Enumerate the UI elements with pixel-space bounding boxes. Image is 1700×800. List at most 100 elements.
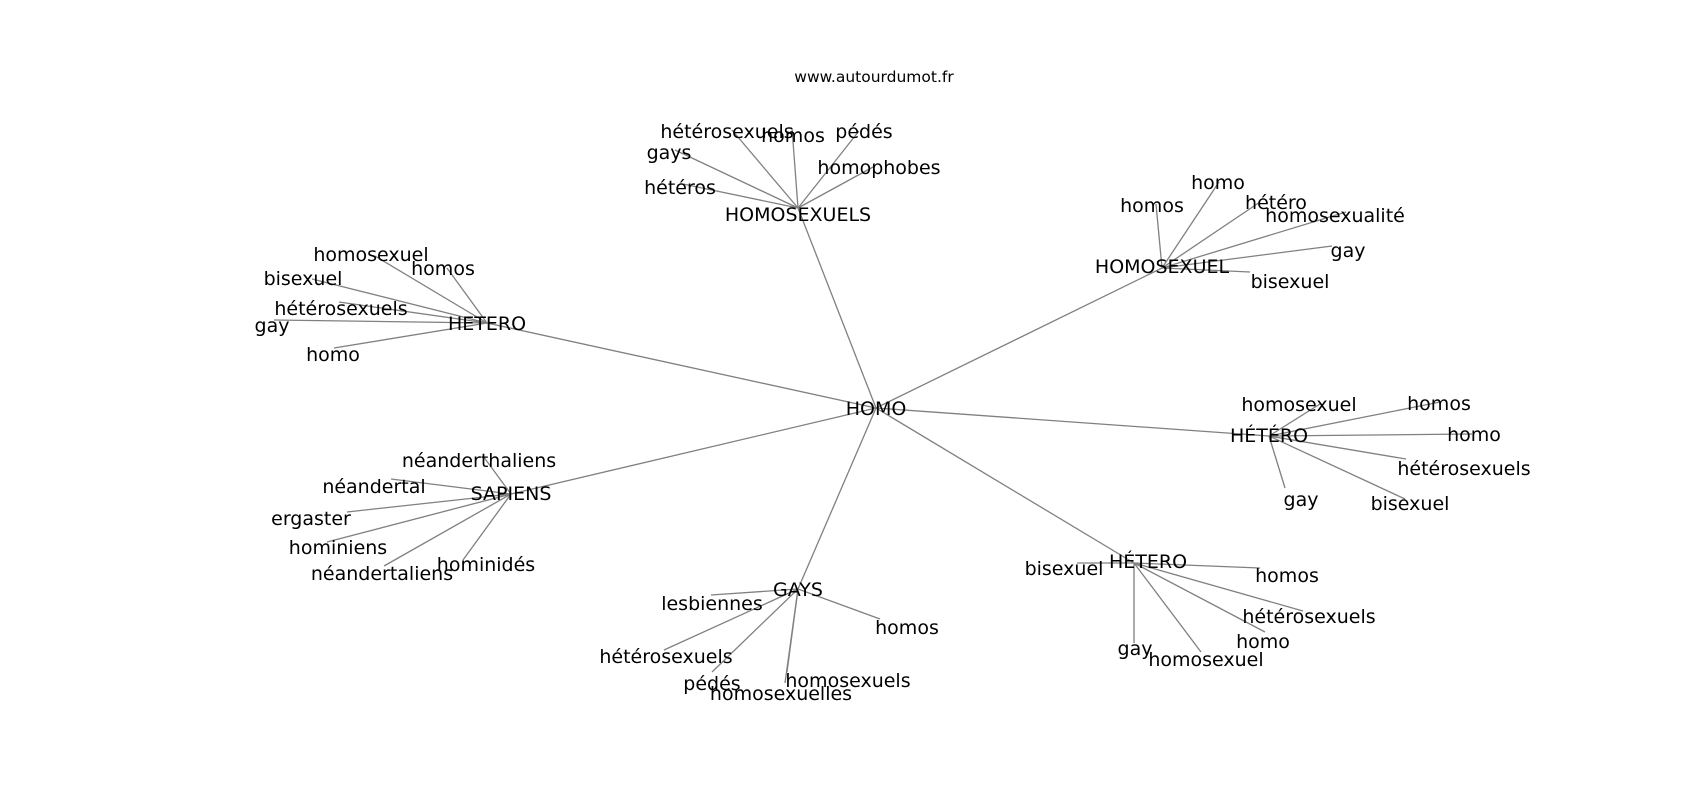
leaf-node-label-gays-hub-pedes: pédés <box>683 673 740 695</box>
leaf-node-label-homosexuel-hub-gay: gay <box>1331 240 1366 262</box>
graph-edges <box>273 127 1473 684</box>
leaf-node-label-hetero-upper-hub-homo: homo <box>306 344 360 366</box>
edge-gays-hub-to-lesbiennes <box>710 588 799 596</box>
edge-hetero-upper-hub-to-homos <box>446 267 488 324</box>
edge-gays-hub-to-homos <box>797 588 881 620</box>
leaf-node-label-homosexuels-hub-heterosexuels: hétérosexuels <box>660 121 793 143</box>
edge-homosexuels-hub-to-pedes <box>797 130 860 209</box>
source-watermark: www.autourdumot.fr <box>794 68 954 86</box>
leaf-node-label-sapiens-hub-ergaster: ergaster <box>271 508 351 530</box>
graph-labels: www.autourdumot.fr HOMOhétérosexuelshomo… <box>255 68 1531 705</box>
edge-hetero-upper-hub-to-gay <box>273 319 488 324</box>
edge-homosexuel-hub-to-hetero <box>1161 201 1261 269</box>
edge-hetero-accent-hub-to-homos <box>1268 401 1441 437</box>
edge-hetero-accent-hub-to-heterosexuels <box>1268 435 1407 460</box>
hub-node-label-homosexuel-hub: HOMOSEXUEL <box>1095 256 1230 278</box>
edge-homosexuels-hub-to-gays <box>674 149 799 209</box>
leaf-node-label-gays-hub-heterosexuels: hétérosexuels <box>599 646 732 668</box>
leaf-node-label-homosexuel-hub-bisexuel: bisexuel <box>1251 271 1330 293</box>
leaf-node-label-hetero-upper-hub-heterosexuels: hétérosexuels <box>274 298 407 320</box>
leaf-node-label-homosexuel-hub-homos: homos <box>1120 195 1184 217</box>
edge-sapiens-hub-to-ergaster <box>346 493 512 513</box>
leaf-node-label-homosexuels-hub-pedes: pédés <box>835 121 892 143</box>
leaf-node-label-hetero-upper-hub-bisexuel: bisexuel <box>264 268 343 290</box>
edge-sapiens-hub-to-neanderthaliens <box>482 455 512 495</box>
edge-homosexuel-hub-to-bisexuel <box>1161 267 1251 273</box>
leaf-node-label-gays-hub-homos: homos <box>875 617 939 639</box>
hub-node-label-hetero-accent-hub: HÉTÉRO <box>1230 424 1308 447</box>
leaf-node-label-homosexuel-hub-homo: homo <box>1191 172 1245 194</box>
edge-homosexuels-hub-to-heteros <box>682 183 799 209</box>
leaf-node-label-homosexuels-hub-heteros: hétéros <box>644 177 716 199</box>
leaf-node-label-hetero-lower-hub-heterosexuels: hétérosexuels <box>1242 606 1375 628</box>
edge-homosexuel-hub-to-homosexualite <box>1161 211 1347 269</box>
leaf-node-label-hetero-lower-hub-homo: homo <box>1236 631 1290 653</box>
leaf-node-label-homosexuel-hub-hetero: hétéro <box>1245 192 1307 214</box>
edge-homo-to-homosexuels-hub <box>797 207 877 409</box>
edge-hetero-accent-hub-to-bisexuel <box>1268 435 1406 500</box>
leaf-node-label-gays-hub-homosexuelles: homosexuelles <box>710 683 852 705</box>
center-node-label: HOMO <box>846 398 907 420</box>
leaf-node-label-homosexuel-hub-homosexualite: homosexualité <box>1265 205 1405 227</box>
edge-homo-to-hetero-accent-hub <box>875 407 1270 437</box>
leaf-node-label-hetero-accent-hub-bisexuel: bisexuel <box>1371 493 1450 515</box>
edge-hetero-lower-hub-to-heterosexuels <box>1133 562 1304 612</box>
hub-node-label-gays-hub: GAYS <box>773 579 823 601</box>
edge-homosexuel-hub-to-homo <box>1161 181 1220 269</box>
edge-hetero-lower-hub-to-homo <box>1133 562 1266 633</box>
leaf-node-label-hetero-upper-hub-homosexuel: homosexuel <box>313 244 428 266</box>
leaf-node-label-hetero-lower-hub-bisexuel: bisexuel <box>1025 558 1104 580</box>
leaf-node-label-hetero-accent-hub-heterosexuels: hétérosexuels <box>1397 458 1530 480</box>
edge-gays-hub-to-homosexuelles <box>784 588 799 684</box>
leaf-node-label-sapiens-hub-hominides: hominidés <box>437 554 535 576</box>
edge-homo-to-hetero-lower-hub <box>875 407 1135 564</box>
leaf-node-label-hetero-upper-hub-gay: gay <box>255 315 290 337</box>
leaf-node-label-sapiens-hub-neanderthaliens: néanderthaliens <box>402 450 556 472</box>
leaf-node-label-hetero-accent-hub-homos: homos <box>1407 393 1471 415</box>
edge-homo-to-homosexuel-hub <box>875 267 1163 409</box>
edge-hetero-lower-hub-to-homos <box>1133 562 1261 569</box>
leaf-node-label-hetero-accent-hub-homo: homo <box>1447 424 1501 446</box>
hub-node-label-hetero-lower-hub: HÉTERO <box>1109 550 1187 573</box>
hub-node-label-homosexuels-hub: HOMOSEXUELS <box>725 204 871 226</box>
hub-node-label-hetero-upper-hub: HETERO <box>448 313 526 335</box>
edge-homo-to-gays-hub <box>797 407 877 590</box>
leaf-node-label-hetero-accent-hub-homosexuel: homosexuel <box>1241 394 1356 416</box>
leaf-node-label-hetero-upper-hub-homos: homos <box>411 258 475 280</box>
edge-homosexuel-hub-to-homos <box>1155 203 1163 269</box>
edge-hetero-accent-hub-to-homo <box>1268 433 1473 437</box>
leaf-node-label-homosexuels-hub-gays: gays <box>647 142 692 164</box>
edge-hetero-upper-hub-to-heterosexuels <box>338 301 488 324</box>
leaf-node-label-gays-hub-lesbiennes: lesbiennes <box>661 593 763 615</box>
leaf-node-label-sapiens-hub-hominiens: hominiens <box>289 537 387 559</box>
leaf-node-label-gays-hub-homosexuels: homosexuels <box>785 670 910 692</box>
edge-hetero-accent-hub-to-homosexuel <box>1268 403 1321 437</box>
edge-sapiens-hub-to-hominiens <box>326 493 512 543</box>
leaf-node-label-hetero-lower-hub-homosexuel: homosexuel <box>1148 649 1263 671</box>
edge-gays-hub-to-heterosexuels <box>663 588 799 651</box>
leaf-node-label-homosexuels-hub-homos: homos <box>761 125 825 147</box>
edge-gays-hub-to-pedes <box>711 588 799 673</box>
edge-hetero-lower-hub-to-homosexuel <box>1133 562 1202 653</box>
edge-sapiens-hub-to-neandertaliens <box>383 493 512 567</box>
edge-sapiens-hub-to-neandertal <box>390 478 512 495</box>
edge-hetero-upper-hub-to-homo <box>333 322 488 349</box>
edge-homosexuels-hub-to-heterosexuels <box>731 129 799 209</box>
edge-hetero-upper-hub-to-bisexuel <box>311 278 488 324</box>
edge-hetero-accent-hub-to-gay <box>1268 435 1286 489</box>
leaf-node-label-sapiens-hub-neandertaliens: néandertaliens <box>311 563 453 585</box>
hub-node-label-sapiens-hub: SAPIENS <box>471 483 552 505</box>
edge-homo-to-sapiens-hub <box>510 407 877 495</box>
leaf-node-label-hetero-accent-hub-gay: gay <box>1284 489 1319 511</box>
leaf-node-label-homosexuels-hub-homophobes: homophobes <box>817 157 940 179</box>
leaf-node-label-hetero-lower-hub-gay: gay <box>1118 638 1153 660</box>
edge-sapiens-hub-to-hominides <box>462 493 512 561</box>
edge-homosexuels-hub-to-homos <box>791 127 799 209</box>
leaf-node-label-hetero-lower-hub-homos: homos <box>1255 565 1319 587</box>
edge-homosexuel-hub-to-gay <box>1161 245 1333 269</box>
edge-hetero-upper-hub-to-homosexuel <box>374 255 488 324</box>
leaf-node-label-sapiens-hub-neandertal: néandertal <box>322 476 425 498</box>
edge-homo-to-hetero-upper-hub <box>486 322 877 409</box>
edge-homosexuels-hub-to-homophobes <box>797 166 874 209</box>
